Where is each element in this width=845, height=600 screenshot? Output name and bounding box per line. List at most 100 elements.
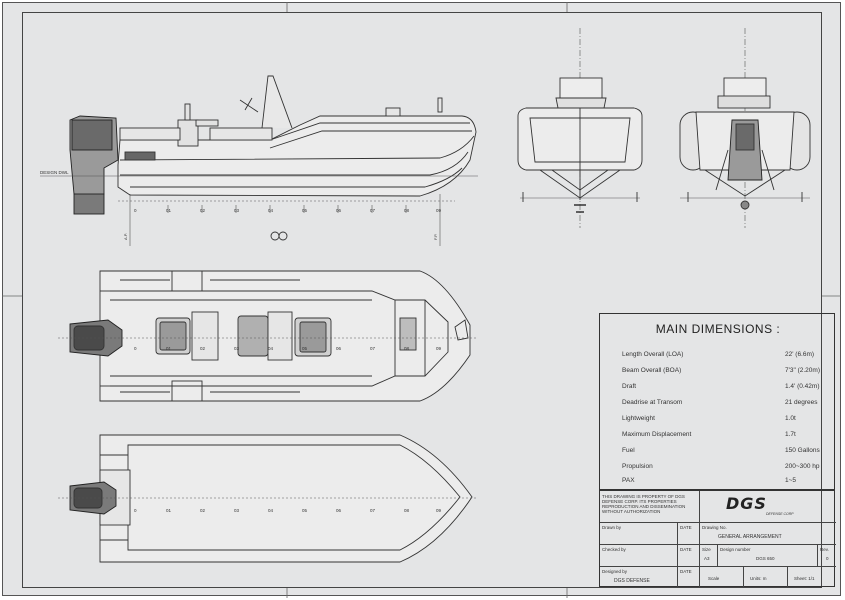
dimension-label: Draft bbox=[622, 383, 637, 390]
hull-station-6: 06 bbox=[336, 508, 342, 513]
side-station-5: 05 bbox=[302, 208, 308, 213]
main-dimensions-table: MAIN DIMENSIONS : Length Overall (LOA) 22… bbox=[599, 313, 835, 490]
side-station-0: 0 bbox=[134, 208, 137, 213]
hull-station-0: 0 bbox=[134, 508, 137, 513]
design-waterline-label: DESIGN DWL bbox=[40, 170, 69, 175]
revision-value: 0 bbox=[826, 556, 829, 561]
dimension-row: Fuel 150 Gallons bbox=[600, 444, 836, 458]
hull-station-2: 02 bbox=[200, 508, 206, 513]
dimension-value: 1.0t bbox=[785, 415, 796, 422]
deck-station-2: 02 bbox=[200, 346, 206, 351]
deck-station-1: 01 bbox=[166, 346, 172, 351]
logo-cell bbox=[700, 491, 836, 523]
side-station-3: 03 bbox=[234, 208, 240, 213]
side-station-9: 09 bbox=[436, 208, 442, 213]
checked-by-cell: Checked by bbox=[600, 545, 678, 567]
dimension-label: Length Overall (LOA) bbox=[622, 351, 684, 358]
units-cell: Units: m bbox=[744, 567, 788, 588]
deck-station-7: 07 bbox=[370, 346, 376, 351]
dgs-logo: DGS bbox=[726, 494, 767, 513]
date-cell-2: DATE bbox=[678, 545, 700, 567]
deck-station-8: 08 bbox=[404, 346, 410, 351]
hull-station-labels: 0 01 02 03 04 05 06 07 08 09 bbox=[134, 508, 442, 513]
drawn-by-cell: Drawn by bbox=[600, 523, 678, 545]
notice-cell: THIS DRAWING IS PROPERTY OF DGS DEFENSE … bbox=[600, 491, 700, 523]
design-number-label: Design number bbox=[720, 547, 751, 552]
fore-perpendicular-label: F.P. bbox=[433, 234, 438, 240]
dimension-value: 22' (6.6m) bbox=[785, 351, 815, 358]
dimension-label: Propulsion bbox=[622, 463, 653, 470]
date-label-2: DATE bbox=[680, 547, 692, 552]
drawing-number-label: Drawing No. bbox=[702, 525, 727, 530]
hull-station-8: 08 bbox=[404, 508, 410, 513]
units-label: Units: m bbox=[750, 576, 767, 581]
side-profile-view bbox=[40, 75, 478, 246]
hull-station-5: 05 bbox=[302, 508, 308, 513]
date-label-3: DATE bbox=[680, 569, 692, 574]
checked-by-label: Checked by bbox=[602, 547, 626, 552]
date-cell-3: DATE bbox=[678, 567, 700, 588]
side-station-6: 06 bbox=[336, 208, 342, 213]
hull-station-3: 03 bbox=[234, 508, 240, 513]
drawn-by-label: Drawn by bbox=[602, 525, 622, 530]
dimension-label: Fuel bbox=[622, 447, 635, 454]
dimension-value: 21 degrees bbox=[785, 399, 818, 406]
designer-label: Designed by bbox=[602, 569, 628, 574]
dimension-value: 1.4' (0.42m) bbox=[785, 383, 820, 390]
dimension-value: 7'3" (2.20m) bbox=[785, 367, 820, 374]
revision-label: Rev. bbox=[820, 547, 829, 552]
scale-label: Scale bbox=[708, 576, 720, 581]
deck-station-6: 06 bbox=[336, 346, 342, 351]
side-station-1: 01 bbox=[166, 208, 172, 213]
front-view bbox=[517, 28, 643, 228]
dimension-row: Length Overall (LOA) 22' (6.6m) bbox=[600, 348, 836, 362]
rear-view bbox=[679, 28, 811, 228]
drawing-number-cell: Drawing No. GENERAL ARRANGEMENT bbox=[700, 523, 836, 545]
dimension-value: 1.7t bbox=[785, 431, 796, 438]
dimension-row: Beam Overall (BOA) 7'3" (2.20m) bbox=[600, 364, 836, 378]
dgs-logo-subtitle: DEFENSE CORP bbox=[766, 512, 794, 516]
dimension-value: 1~5 bbox=[785, 477, 797, 484]
hull-station-7: 07 bbox=[370, 508, 376, 513]
dimension-row: Lightweight 1.0t bbox=[600, 412, 836, 426]
sheet-inner-border bbox=[22, 12, 822, 588]
side-station-7: 07 bbox=[370, 208, 376, 213]
title-block: THIS DRAWING IS PROPERTY OF DGS DEFENSE … bbox=[599, 490, 836, 588]
deck-station-labels: 0 01 02 03 04 05 06 07 08 09 bbox=[134, 346, 442, 351]
sheet-label: Sheet: 1/1 bbox=[794, 576, 815, 581]
side-station-labels: 0 01 02 03 04 05 06 07 08 09 bbox=[134, 208, 442, 213]
revision-cell: Rev. 0 bbox=[818, 545, 836, 567]
designer-cell: Designed by DGS DEFENSE bbox=[600, 567, 678, 588]
deck-station-0: 0 bbox=[134, 346, 137, 351]
side-station-2: 02 bbox=[200, 208, 206, 213]
date-label-1: DATE bbox=[680, 525, 692, 530]
dimension-value: 200~300 hp bbox=[785, 463, 820, 470]
deck-plan-view bbox=[58, 270, 478, 402]
main-dimensions-title: MAIN DIMENSIONS : bbox=[655, 322, 781, 336]
design-number-cell: Design number DGS 650 bbox=[718, 545, 818, 567]
dimension-label: Beam Overall (BOA) bbox=[622, 367, 682, 374]
dimension-value: 150 Gallons bbox=[785, 447, 820, 454]
design-number-value: DGS 650 bbox=[756, 556, 775, 561]
deck-station-9: 09 bbox=[436, 346, 442, 351]
drawing-title: GENERAL ARRANGEMENT bbox=[718, 534, 782, 540]
dimension-row: Draft 1.4' (0.42m) bbox=[600, 380, 836, 394]
hull-station-1: 01 bbox=[166, 508, 172, 513]
hull-station-9: 09 bbox=[436, 508, 442, 513]
date-cell-1: DATE bbox=[678, 523, 700, 545]
size-label: Size bbox=[702, 547, 711, 552]
scale-cell: Scale bbox=[700, 567, 744, 588]
hull-plan-view bbox=[58, 434, 478, 563]
size-cell: Size A3 bbox=[700, 545, 718, 567]
deck-station-3: 03 bbox=[234, 346, 240, 351]
dimension-label: Lightweight bbox=[622, 415, 655, 422]
aft-perpendicular-label: A.P. bbox=[123, 233, 128, 240]
hull-station-4: 04 bbox=[268, 508, 274, 513]
deck-station-5: 05 bbox=[302, 346, 308, 351]
designer-value: DGS DEFENSE bbox=[614, 578, 650, 584]
side-station-4: 04 bbox=[268, 208, 274, 213]
